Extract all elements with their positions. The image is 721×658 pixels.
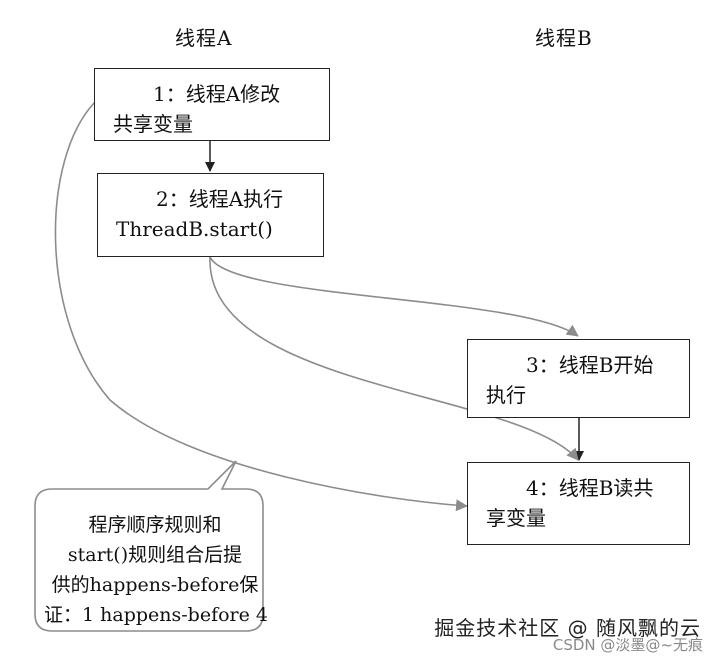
watermark-csdn: CSDN @淡墨@~无痕 xyxy=(552,636,703,654)
step-2-line2: ThreadB.start() xyxy=(116,217,273,241)
callout-line-4: 证：1 happens-before 4 xyxy=(44,604,269,626)
step-1-line1: 1：线程A修改 xyxy=(153,82,281,106)
step-2-box: 2：线程A执行 ThreadB.start() xyxy=(97,173,324,257)
arrow-step1-to-step4 xyxy=(54,101,468,512)
thread-b-title: 线程B xyxy=(535,26,593,50)
arrow-step2-to-step3 xyxy=(209,256,579,337)
thread-a-title: 线程A xyxy=(175,26,233,50)
callout-bubble xyxy=(34,460,264,632)
step-2-line1: 2：线程A执行 xyxy=(156,187,284,211)
callout-line-1: 程序顺序规则和 xyxy=(88,514,222,536)
step-3-line1: 3：线程B开始 xyxy=(526,353,654,377)
callout-line-2: start()规则组合后提 xyxy=(67,544,243,566)
step-4-line1: 4：线程B读共 xyxy=(526,476,654,500)
watermark-juejin: 掘金技术社区 @ 随风飘的云 xyxy=(434,616,701,640)
step-4-box: 4：线程B读共 享变量 xyxy=(467,462,690,545)
step-1-box: 1：线程A修改 共享变量 xyxy=(94,68,330,141)
callout-line-3: 供的happens-before保 xyxy=(51,574,259,596)
step-3-box: 3：线程B开始 执行 xyxy=(467,339,690,418)
callout-text: 程序顺序规则和 start()规则组合后提 供的happens-before保 … xyxy=(44,510,269,630)
step-3-line2: 执行 xyxy=(486,383,526,407)
step-4-line2: 享变量 xyxy=(486,506,546,530)
arrow-step2-to-step4 xyxy=(209,256,579,461)
step-1-line2: 共享变量 xyxy=(113,112,193,136)
